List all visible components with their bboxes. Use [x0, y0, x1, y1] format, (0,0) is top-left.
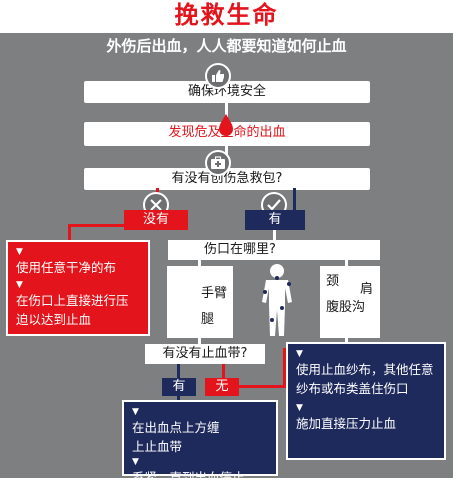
- page-title: 挽救生命: [174, 1, 279, 29]
- connector-line: [198, 260, 201, 268]
- no-kit-label: 没有: [124, 210, 188, 230]
- bullet-marker: ▼: [296, 349, 303, 359]
- tourniquet-no-item-1: 使用止血纱布，其他任意纱布或布类盖住伤口: [296, 362, 434, 396]
- thumbs-up-glyph: [212, 70, 224, 82]
- bullet-marker: ▼: [16, 280, 23, 290]
- tourniquet-yes-line: [177, 364, 180, 378]
- tourniquet-no-item-2: 施加直接压力止血: [296, 416, 397, 431]
- human-body-glyph: [262, 264, 292, 336]
- blood-drop-icon: [216, 113, 236, 137]
- junction-label-neck: 颈: [326, 274, 340, 289]
- step-ensure-safety: 确保环境安全: [84, 81, 370, 103]
- step-first-aid-kit: 有没有创伤急救包?: [84, 168, 370, 190]
- junction-label-shoulder: 肩: [360, 282, 374, 297]
- tourniquet-yes-label: 有: [162, 378, 196, 396]
- junction-label-groin: 腹股沟: [326, 300, 366, 315]
- connector-line: [345, 260, 348, 268]
- blood-drop-glyph: [219, 114, 233, 136]
- tourniquet-no-connector-up: [283, 348, 286, 388]
- tourniquet-yes-instructions: ▼ 在出血点上方缠上止血带 ▼ 系紧，直到出血停止: [122, 400, 278, 485]
- tourniquet-yes-connector: [177, 396, 180, 402]
- limb-label-leg: 腿: [201, 312, 215, 327]
- bullet-marker: ▼: [16, 247, 23, 257]
- first-aid-kit-icon: [205, 150, 231, 176]
- checkmark-glyph: [267, 199, 281, 211]
- has-kit-label: 有: [245, 210, 305, 230]
- thumbs-up-icon: [205, 63, 231, 89]
- branch-line-yes: [293, 188, 296, 214]
- junctional-wound-box: 颈 肩 腹股沟: [320, 266, 380, 338]
- limb-wound-box: 手臂 腿: [167, 266, 233, 338]
- step-ensure-safety-label: 确保环境安全: [187, 84, 266, 99]
- bullet-marker: ▼: [132, 407, 139, 417]
- tourniquet-no-connector: [239, 385, 285, 388]
- first-aid-kit-glyph: [211, 156, 225, 169]
- wound-location-question: 伤口在哪里?: [168, 240, 380, 260]
- hemostatic-gauze-instructions: ▼ 使用止血纱布，其他任意纱布或布类盖住伤口 ▼ 施加直接压力止血: [286, 342, 446, 460]
- tourniquet-yes-item-1: 在出血点上方缠上止血带: [132, 420, 220, 454]
- no-kit-item-1: 使用任意干净的布: [16, 260, 117, 275]
- no-kit-item-2: 在伤口上直接进行压迫以达到止血: [16, 293, 129, 327]
- no-kit-instructions: ▼ 使用任意干净的布 ▼ 在伤口上直接进行压迫以达到止血: [6, 240, 150, 336]
- connector-line: [198, 338, 201, 346]
- connector-line: [225, 100, 228, 122]
- limb-label-arm: 手臂: [201, 286, 228, 301]
- connector-line: [345, 338, 348, 344]
- step-first-aid-kit-label: 有没有创伤急救包?: [171, 171, 283, 186]
- bullet-marker: ▼: [132, 457, 139, 467]
- no-branch-connector-down: [68, 224, 71, 244]
- tourniquet-no-label: 无: [205, 378, 239, 396]
- connector-line: [273, 230, 276, 240]
- bullet-marker: ▼: [296, 403, 303, 413]
- human-body-icon: [252, 262, 302, 340]
- cross-glyph: [150, 199, 162, 211]
- page-subtitle: 外伤后出血，人人都要知道如何止血: [106, 37, 347, 55]
- tourniquet-question: 有没有止血带?: [145, 344, 265, 364]
- tourniquet-no-line: [222, 364, 225, 378]
- no-branch-connector: [68, 224, 128, 227]
